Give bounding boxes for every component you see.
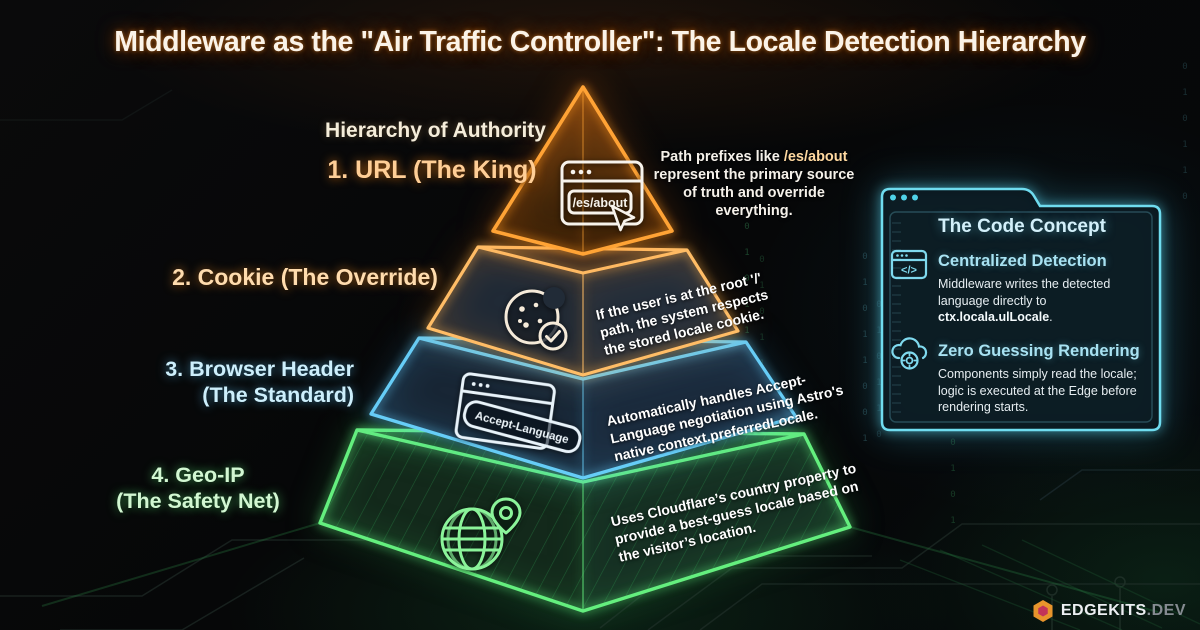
panel-code-gutter [892, 222, 901, 418]
accept-language-header-icon: Accept-Language [454, 372, 582, 454]
page-title: Middleware as the "Air Traffic Controlle… [114, 26, 1086, 58]
cookie-check-icon [504, 287, 568, 351]
code-concept-panel [880, 187, 1162, 432]
window-dots-icon [890, 194, 918, 201]
panel-item-body: Middleware writes the detected language … [938, 277, 1111, 324]
svg-text:/es/about: /es/about [573, 196, 629, 210]
binary-texture-column: 0 1 0 1 1 0 0 1 0 1 1 0 1 0 0 1 0 1 [742, 222, 752, 387]
binary-texture-column: 0 1 0 1 1 0 0 1 0 1 1 0 1 0 0 1 0 1 [860, 252, 870, 452]
panel-item-body: Components simply read the locale; logic… [938, 367, 1137, 414]
binary-texture-column: 0 1 0 1 1 0 0 1 0 1 1 0 1 0 0 1 0 1 [757, 255, 767, 385]
svg-text:</>: </> [901, 265, 917, 277]
level-4-label: 4. Geo-IP (The Safety Net) [116, 463, 280, 514]
brand-name: EDGEKITS [1060, 602, 1147, 619]
panel-item-heading: Centralized Detection [938, 252, 1107, 270]
level-3-label: 3. Browser Header (The Standard) [165, 357, 354, 408]
brand-footer: EDGEKITS.DEV [1032, 599, 1186, 623]
code-panel-title: The Code Concept [938, 216, 1106, 237]
level-1-annotation: Path prefixes like /es/about represent t… [653, 149, 855, 220]
edgekits-logo-icon [1033, 600, 1053, 622]
pyramid-level-2-cookie [426, 245, 740, 377]
level-2-label: 2. Cookie (The Override) [172, 264, 438, 290]
hierarchy-heading: Hierarchy of Authority [325, 119, 546, 142]
browser-url-icon: /es/about [560, 160, 644, 232]
brand-domain-suffix: .DEV [1146, 602, 1186, 619]
cloud-edge-icon [891, 337, 928, 370]
binary-texture-column: 0 1 0 1 1 0 0 1 0 1 1 0 1 0 0 1 0 1 [1180, 62, 1190, 202]
code-window-icon: </> [890, 249, 928, 280]
binary-texture-column: 0 1 0 1 1 0 0 1 0 1 1 0 1 0 0 1 0 1 [948, 438, 958, 528]
level-1-label: 1. URL (The King) [327, 156, 537, 184]
globe-location-icon [440, 497, 522, 571]
cursor-arrow-icon [610, 204, 636, 232]
panel-item-heading: Zero Guessing Rendering [938, 342, 1140, 360]
binary-texture-column: 0 1 0 1 1 0 0 1 0 1 1 0 1 0 0 1 0 1 [874, 300, 884, 450]
